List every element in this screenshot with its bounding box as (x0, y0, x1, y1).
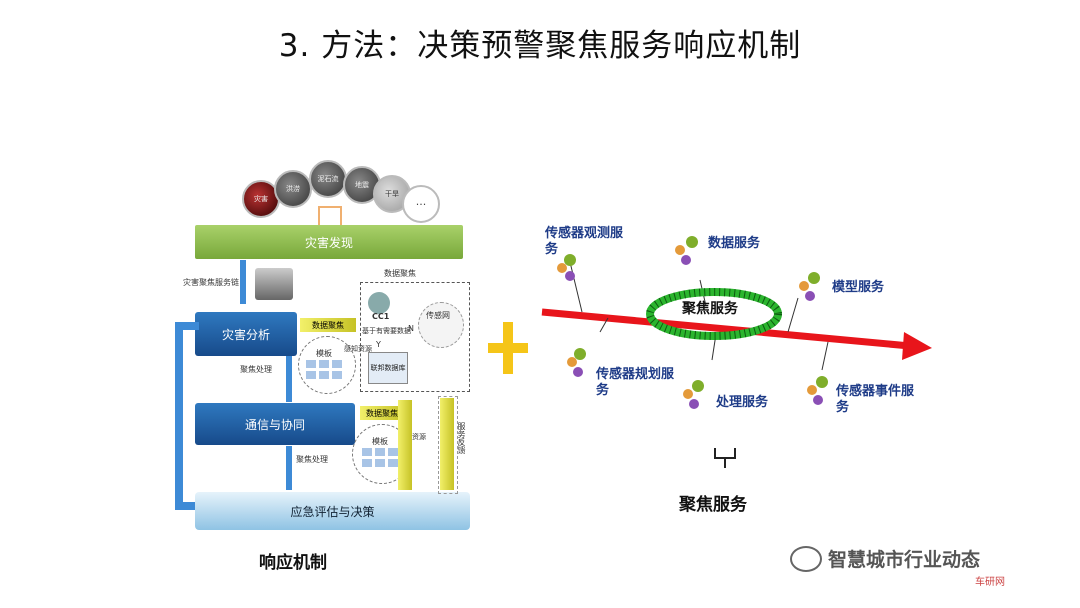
model-grid-2 (362, 448, 398, 467)
cc1-icon (368, 292, 390, 314)
chain-label: 灾害聚焦服务链 (183, 278, 239, 287)
focus-cycle-1 (298, 336, 356, 394)
caption-response-mechanism: 响应机制 (259, 553, 327, 573)
wechat-icon (790, 545, 822, 572)
up-arrow-2 (440, 398, 454, 490)
disaster-analysis-box: 灾害分析 (195, 312, 297, 356)
brace-icon-bottom (714, 448, 736, 468)
thumb-flood: 洪涝 (274, 170, 312, 208)
connector-model (787, 297, 799, 333)
thumb-mudslide: 泥石流 (309, 160, 347, 198)
service-sensor-event: 传感器事件服务 (836, 384, 915, 415)
sensor-net-circle (418, 302, 464, 348)
gear-icon-obs (557, 254, 576, 281)
y-label: Y (376, 340, 381, 349)
gear-icon-model (799, 272, 820, 301)
n-label: N (408, 324, 414, 333)
thumb-more: ··· (402, 185, 440, 223)
data-focus-arrow-2: 数据聚焦 (360, 406, 404, 420)
model-label-2: 模板 (372, 437, 388, 446)
data-focus-top: 数据聚焦 (384, 269, 416, 278)
up-arrow-1 (398, 400, 412, 490)
service-sensor-observation: 传感器观测服务 (545, 226, 624, 257)
gear-icon-event (807, 376, 828, 405)
data-focus-arrow-1: 数据聚焦 (300, 318, 356, 332)
thumb-scene (255, 268, 293, 300)
service-data: 数据服务 (708, 236, 761, 251)
feedback-vertical-label: 服务反馈 (457, 422, 466, 454)
feedback-loop-left (175, 322, 183, 510)
connector-event (821, 341, 829, 371)
up-arrow-outline (438, 396, 458, 494)
watermark: 智慧城市行业动态 (790, 545, 980, 572)
service-model: 模型服务 (832, 280, 885, 295)
service-sensor-planning: 传感器规划服务 (596, 367, 675, 398)
focus-proc-1: 聚焦处理 (240, 365, 272, 374)
focus-proc-2: 聚焦处理 (296, 455, 328, 464)
feedback-loop-bottom (175, 502, 199, 510)
feedback-loop-top (175, 322, 199, 330)
federated-db: 联邦数据库 (368, 352, 408, 384)
focus-dashed-box (360, 282, 470, 392)
caption-focus-services: 聚焦服务 (679, 495, 747, 515)
cc1-label: CC1 (372, 312, 390, 321)
watermark-text: 智慧城市行业动态 (828, 549, 981, 571)
model-label-1: 模板 (316, 349, 332, 358)
disaster-discovery-banner: 灾害发现 (195, 225, 463, 259)
desc-label: 基于有需要数据 (362, 327, 411, 335)
main-arrow-shaft (541, 308, 911, 350)
thumb-disaster: 灾害 (242, 180, 280, 218)
gear-icon-processing (683, 380, 704, 409)
main-arrow-head (902, 332, 932, 360)
focus-ring-ticks (646, 288, 782, 340)
flow-arrow-1 (286, 356, 292, 402)
connector-obs (569, 261, 583, 313)
focus-service-ring-label: 聚焦服务 (682, 301, 738, 317)
connector-plan (599, 317, 609, 333)
focus-services-diagram (541, 236, 932, 409)
plus-icon (488, 322, 528, 374)
slide-title: 3. 方法：决策预警聚焦服务响应机制 (278, 28, 802, 64)
model-grid-1 (306, 360, 342, 379)
gear-icon-plan (567, 348, 586, 377)
chain-arrow-icon (240, 260, 246, 304)
watermark-small: 车研网 (975, 577, 1005, 588)
comm-collab-box: 通信与协同 (195, 403, 355, 445)
service-processing: 处理服务 (716, 395, 769, 410)
sensor-net-label: 传感网 (426, 311, 450, 320)
emergency-eval-banner: 应急评估与决策 (195, 492, 470, 530)
resources-label-1: 感知资源 (344, 345, 372, 353)
gear-icon-data (675, 236, 698, 265)
flow-arrow-2 (286, 446, 292, 490)
resources-label-2: 感知资源 (398, 433, 426, 441)
